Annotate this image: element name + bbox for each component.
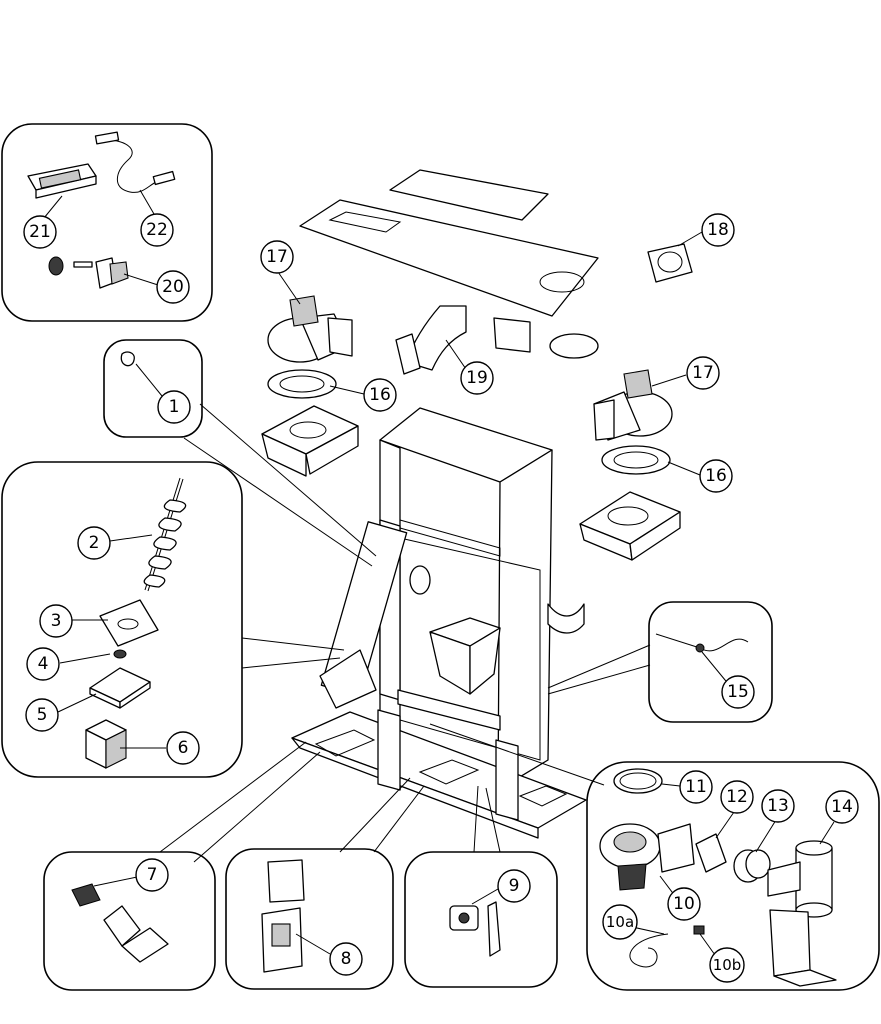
callout-15: 15 [721,675,755,709]
right-room-blower [593,369,673,441]
callout-label-1: 1 [169,397,180,417]
gear-motor-part [85,719,127,769]
left-room-blower [267,295,353,363]
callout-label-10b: 10b [713,956,742,974]
callout-16-right: 16 [699,459,733,493]
callout-label-15: 15 [727,682,749,702]
callout-label-19: 19 [466,368,488,388]
callout-label-10: 10 [673,894,695,914]
inset-pressure-switch [43,851,216,991]
control-panel-part [27,163,97,199]
callout-10: 10 [667,887,701,921]
leader-lines [43,189,835,963]
wire-harness-part [94,131,176,193]
callout-label-16-left: 16 [369,385,391,405]
callout-18: 18 [701,213,735,247]
callout-label-7: 7 [147,865,158,885]
callout-label-22: 22 [146,220,168,240]
adapter-ring-part [647,243,693,283]
callout-10a: 10a [602,904,638,940]
callout-10b: 10b [709,947,745,983]
callout-11: 11 [679,770,713,804]
callouts: 1 2 3 4 5 6 7 8 9 10 10a 10b 11 12 13 14… [23,213,859,983]
callout-7: 7 [135,858,169,892]
callout-13: 13 [761,789,795,823]
callout-12: 12 [720,780,754,814]
callout-9: 9 [497,869,531,903]
callout-label-2: 2 [89,533,100,553]
main-frame-body [291,407,587,839]
gasket-plate-part [99,599,159,647]
callout-label-17-right: 17 [692,363,714,383]
callout-label-11: 11 [685,777,707,797]
callout-1: 1 [157,390,191,424]
inset-controls [1,123,213,322]
callout-14: 14 [825,790,859,824]
callout-label-8: 8 [341,949,352,969]
callout-label-14: 14 [831,797,853,817]
callout-label-3: 3 [51,611,62,631]
callout-2: 2 [77,526,111,560]
callout-label-10a: 10a [606,913,634,931]
callout-label-9: 9 [509,876,520,896]
top-cover-panel [389,169,549,221]
callout-17-right: 17 [686,356,720,390]
inset-limit-switch [404,851,558,988]
callout-4: 4 [26,647,60,681]
callout-19: 19 [460,361,494,395]
inset-clip [103,339,203,438]
callout-3: 3 [39,604,73,638]
callout-label-5: 5 [37,705,48,725]
callout-6: 6 [166,731,200,765]
callout-label-20: 20 [162,277,184,297]
callout-17-left: 17 [260,240,294,274]
callout-21: 21 [23,215,57,249]
callout-16-left: 16 [363,378,397,412]
washer-part [113,649,127,659]
callout-5: 5 [25,698,59,732]
callout-label-12: 12 [726,787,748,807]
top-frame-plate [299,199,599,317]
callout-label-4: 4 [38,654,49,674]
callout-20: 20 [156,270,190,304]
callout-label-6: 6 [178,738,189,758]
callout-22: 22 [140,213,174,247]
callout-label-16-right: 16 [705,466,727,486]
switch-part [48,256,129,289]
inset-auger [1,461,243,778]
callout-label-13: 13 [767,796,789,816]
callout-label-21: 21 [29,222,51,242]
elbow-part [405,305,467,371]
auger-part [143,477,187,592]
callout-8: 8 [329,942,363,976]
callout-label-17-left: 17 [266,247,288,267]
main-assembly [261,169,693,839]
callout-label-18: 18 [707,220,729,240]
inset-controller [225,848,394,990]
